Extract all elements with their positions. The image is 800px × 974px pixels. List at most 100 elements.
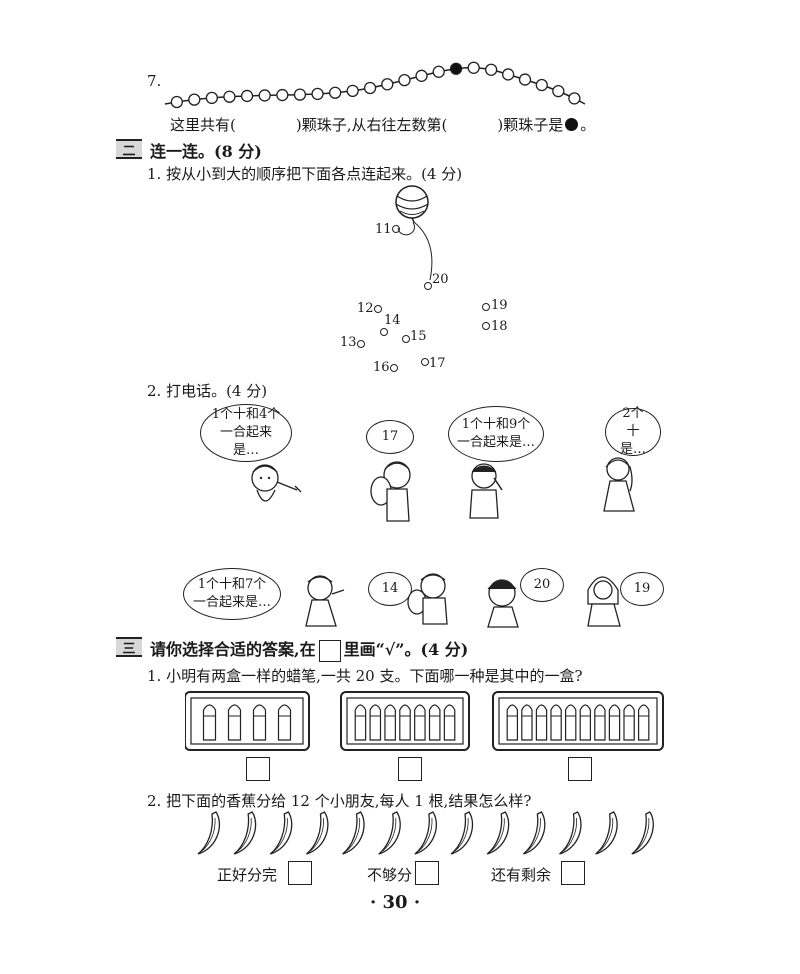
s2-q2-text: 2. 打电话。(4 分) bbox=[147, 382, 268, 400]
crayon bbox=[521, 704, 533, 741]
crayon bbox=[623, 704, 635, 741]
banana-line bbox=[490, 817, 505, 852]
bead-string bbox=[164, 61, 586, 109]
crayon bbox=[608, 704, 621, 741]
crayon bbox=[252, 704, 267, 741]
crayon bbox=[637, 704, 650, 741]
point-label-11: 11 bbox=[375, 222, 392, 237]
girl-phone-2-icon bbox=[305, 575, 345, 627]
bead bbox=[415, 69, 428, 82]
bead bbox=[381, 78, 394, 91]
point-15[interactable] bbox=[402, 335, 410, 343]
option-2-label: 不够分 bbox=[367, 866, 413, 884]
point-label-20: 20 bbox=[432, 272, 449, 287]
crayon bbox=[594, 704, 606, 741]
s3-title-2: 里画“√”。(4 分) bbox=[343, 640, 469, 659]
point-18[interactable] bbox=[482, 322, 490, 330]
answer-box-crayon-3[interactable] bbox=[568, 757, 592, 781]
point-label-13: 13 bbox=[340, 335, 357, 350]
bubble-top-4: 2个十是… bbox=[605, 406, 661, 457]
point-13[interactable] bbox=[357, 340, 365, 348]
point-19[interactable] bbox=[482, 303, 490, 311]
crayon-box-inner bbox=[190, 697, 304, 745]
banana-group bbox=[197, 811, 654, 855]
answer-box-option-3[interactable] bbox=[561, 861, 585, 885]
boy-phone-3-icon bbox=[407, 573, 448, 625]
banana-icon bbox=[486, 811, 510, 855]
point-label-14: 14 bbox=[384, 313, 401, 328]
crayon-box-group bbox=[185, 691, 664, 751]
banana-icon bbox=[233, 811, 257, 855]
crayon bbox=[443, 704, 456, 741]
banana-line bbox=[563, 817, 577, 852]
option-1-label: 正好分完 bbox=[217, 866, 278, 884]
point-14[interactable] bbox=[380, 328, 388, 336]
crayon bbox=[564, 704, 577, 741]
bead bbox=[552, 85, 565, 98]
crayon bbox=[277, 704, 292, 741]
s3-title-1: 请你选择合适的答案,在 bbox=[150, 640, 316, 659]
bead bbox=[346, 84, 359, 98]
banana-icon bbox=[378, 811, 401, 855]
answer-box-option-1[interactable] bbox=[288, 861, 312, 885]
point-label-19: 19 bbox=[491, 298, 508, 313]
point-17[interactable] bbox=[421, 358, 429, 366]
boy-phone-2-icon bbox=[469, 463, 503, 519]
bead bbox=[258, 89, 271, 102]
banana-line bbox=[310, 817, 324, 852]
point-label-15: 15 bbox=[410, 329, 427, 344]
bubble-top-3: 1个十和9个一合起来是… bbox=[448, 406, 544, 462]
crayon-box-inner bbox=[346, 697, 464, 745]
banana-line bbox=[346, 817, 361, 852]
kid-phone-icon bbox=[487, 579, 519, 628]
girl-phone-icon bbox=[251, 464, 302, 502]
bead bbox=[363, 81, 377, 95]
crayon bbox=[579, 704, 592, 741]
banana-icon bbox=[595, 811, 618, 855]
s3-q2-text: 2. 把下面的香蕉分给 12 个小朋友,每人 1 根,结果怎么样? bbox=[147, 792, 532, 810]
q7-text-3: )颗珠子是 bbox=[497, 116, 564, 134]
section-3-marker: 三 bbox=[116, 637, 142, 657]
banana-icon bbox=[450, 811, 474, 855]
section-2-title: 连一连。(8 分) bbox=[150, 142, 262, 161]
banana-icon bbox=[197, 811, 221, 855]
answer-box-crayon-1[interactable] bbox=[246, 757, 270, 781]
bead bbox=[223, 90, 236, 103]
bead bbox=[501, 68, 515, 81]
answer-box-option-2[interactable] bbox=[415, 861, 439, 885]
banana-icon bbox=[342, 811, 365, 855]
option-3-label: 还有剩余 bbox=[491, 866, 552, 884]
banana-icon bbox=[522, 811, 546, 855]
q7-text-1: 这里共有( bbox=[170, 116, 236, 134]
bead bbox=[568, 92, 581, 105]
black-bead bbox=[449, 62, 463, 75]
banana-icon bbox=[631, 811, 654, 855]
bubble-top-1: 1个十和4个一合起来是… bbox=[200, 404, 292, 462]
point-12[interactable] bbox=[374, 305, 382, 313]
q7-text-2: )颗珠子,从右往左数第( bbox=[295, 116, 448, 134]
point-label-18: 18 bbox=[491, 319, 508, 334]
point-16[interactable] bbox=[390, 364, 398, 372]
answer-box-crayon-2[interactable] bbox=[398, 757, 422, 781]
section-3-title: 请你选择合适的答案,在 里画“√”。(4 分) bbox=[150, 636, 468, 662]
girl-dress-icon bbox=[603, 457, 635, 512]
point-label-16: 16 bbox=[373, 360, 390, 375]
page-number: · 30 · bbox=[370, 892, 421, 913]
s3-q1-text: 1. 小明有两盒一样的蜡笔,一共 20 支。下面哪一种是其中的一盒? bbox=[147, 667, 583, 685]
crayon-box-inner bbox=[498, 697, 658, 745]
q7-number: 7. bbox=[147, 72, 162, 90]
bead bbox=[432, 65, 445, 78]
bead bbox=[293, 88, 307, 101]
banana-line bbox=[527, 817, 541, 852]
answer-box-sample-icon bbox=[318, 639, 341, 662]
crayon-box bbox=[492, 691, 664, 751]
girl-hood-icon bbox=[587, 576, 621, 627]
bead bbox=[170, 95, 183, 109]
crayon bbox=[369, 704, 382, 741]
banana-line bbox=[382, 817, 397, 852]
point-20[interactable] bbox=[424, 282, 432, 290]
q7-text-4: 。 bbox=[580, 116, 596, 134]
crayon bbox=[399, 704, 411, 741]
banana-line bbox=[418, 817, 433, 852]
point-11[interactable] bbox=[392, 225, 400, 233]
